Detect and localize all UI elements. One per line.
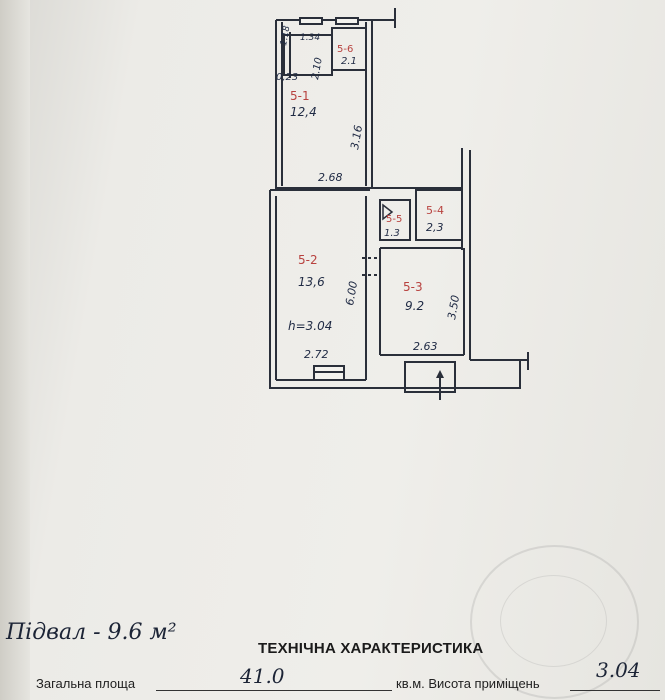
room-id-5-2: 5-2 xyxy=(298,253,318,267)
room-area-5-3: 9.2 xyxy=(405,299,424,313)
dimension-label: 2.63 xyxy=(413,340,438,353)
dimension-label: 6.00 xyxy=(343,280,360,306)
handwritten-basement-note: Підвал - 9.6 м² xyxy=(6,620,177,645)
total-area-value: 41.0 xyxy=(240,664,285,688)
room-area-5-6: 2.1 xyxy=(341,56,357,67)
room-area-5-1: 12,4 xyxy=(290,105,317,119)
page-edge-shadow xyxy=(0,0,30,700)
room-area-5-4: 2,3 xyxy=(426,221,444,234)
room-id-5-1: 5-1 xyxy=(290,89,310,103)
height-underline xyxy=(570,690,660,691)
height-label: кв.м. Висота приміщень xyxy=(396,676,540,691)
room-id-5-4: 5-4 xyxy=(426,204,444,217)
height-label: h=3.04 xyxy=(288,319,332,333)
stair-icon xyxy=(382,203,394,221)
faded-stamp xyxy=(470,545,639,699)
dimension-label: 3.16 xyxy=(348,124,365,150)
dimension-label: 3.50 xyxy=(445,294,462,320)
total-area-underline xyxy=(156,690,392,691)
total-area-label: Загальна площа xyxy=(36,676,136,691)
room-id-5-6: 5-6 xyxy=(337,44,353,55)
height-value: 3.04 xyxy=(596,658,641,682)
dimension-label: 2.10 xyxy=(310,57,325,81)
room-id-5-3: 5-3 xyxy=(403,280,423,294)
room-id-5-5: 5-5 xyxy=(386,214,402,225)
entrance-arrow-icon xyxy=(436,370,444,378)
section-title: ТЕХНІЧНА ХАРАКТЕРИСТИКА xyxy=(258,640,484,657)
dimension-label: 1.34 xyxy=(300,33,320,43)
dimension-label: 1.18 xyxy=(279,25,292,47)
plan-walls xyxy=(269,8,529,400)
dimension-label: 0,23 xyxy=(276,72,298,83)
faded-stamp-inner xyxy=(500,575,607,667)
dimension-label: 2.72 xyxy=(304,348,329,361)
room-area-5-2: 13,6 xyxy=(298,275,325,289)
dimension-label: 2.68 xyxy=(318,171,343,184)
room-area-5-5: 1.3 xyxy=(384,228,400,239)
